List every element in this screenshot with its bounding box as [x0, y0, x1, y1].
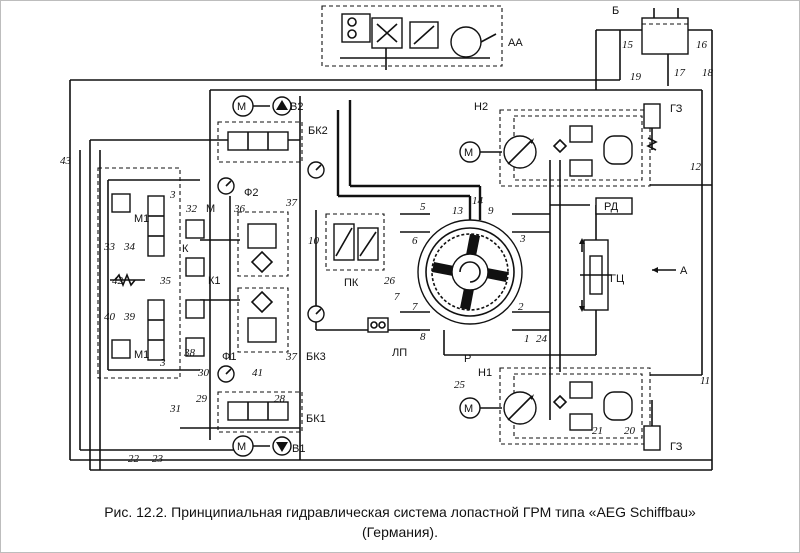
rotary-vane-actuator [367, 186, 523, 333]
caption-line-2: (Германия). [362, 524, 438, 540]
label-37a: 37 [285, 197, 298, 209]
label-26: 26 [384, 275, 396, 287]
label-g3-bot: ГЗ [670, 441, 683, 453]
label-f1: Ф1 [222, 351, 236, 363]
piping [69, 30, 713, 471]
label-15: 15 [622, 39, 634, 51]
label-m1b: М1 [134, 349, 149, 361]
pump-b2-group: М [217, 95, 303, 163]
label-b2: В2 [290, 101, 303, 113]
tank-b [596, 8, 713, 185]
label-22: 22 [128, 453, 140, 465]
label-36: 36 [233, 203, 246, 215]
label-20: 20 [624, 425, 636, 437]
label-8: 8 [420, 331, 426, 343]
label-43: 43 [60, 155, 72, 167]
svg-text:М: М [237, 441, 246, 453]
label-h1: Н1 [478, 367, 492, 379]
label-k1: К1 [208, 275, 221, 287]
label-3c: 3 [519, 233, 526, 245]
label-1: 1 [524, 333, 530, 345]
label-bk2: БК2 [308, 125, 328, 137]
label-b1: В1 [292, 443, 305, 455]
figure-caption: Рис. 12.2. Принципиальная гидравлическая… [10, 502, 790, 542]
pump-unit-h1: М [459, 367, 661, 451]
label-28: 28 [274, 393, 286, 405]
label-41: 41 [252, 367, 263, 379]
label-29: 29 [196, 393, 208, 405]
label-23: 23 [152, 453, 164, 465]
label-h2: Н2 [474, 101, 488, 113]
svg-text:М: М [464, 147, 473, 159]
filter-blocks [217, 161, 325, 383]
hydraulic-schematic: М М [60, 5, 714, 471]
label-7b: 7 [412, 301, 418, 313]
label-gc: ГЦ [610, 273, 624, 285]
label-bk3: БК3 [306, 351, 326, 363]
safety-valve-pk [325, 213, 385, 271]
pump-b1-group: М [217, 391, 303, 457]
label-19: 19 [630, 71, 642, 83]
label-24: 24 [536, 333, 548, 345]
left-valve-stack [97, 167, 205, 379]
label-aa: АА [508, 37, 523, 49]
label-g3-top: ГЗ [670, 103, 683, 115]
label-16: 16 [696, 39, 708, 51]
label-rd: РД [604, 201, 619, 213]
label-31: 31 [169, 403, 181, 415]
label-33: 33 [103, 241, 116, 253]
label-m: М [206, 203, 215, 215]
svg-text:М: М [464, 403, 473, 415]
label-12: 12 [690, 161, 702, 173]
labels: АА Б 15 16 17 18 19 БК2 Н2 ГЗ 12 В2 43 3… [60, 5, 714, 465]
label-25: 25 [454, 379, 466, 391]
label-30: 30 [197, 367, 210, 379]
label-p: Р [464, 353, 471, 365]
label-5: 5 [420, 201, 426, 213]
rudder-sensor-and-cylinder [579, 197, 676, 312]
label-a: А [680, 265, 688, 277]
caption-line-1: Рис. 12.2. Принципиальная гидравлическая… [104, 504, 696, 520]
label-2: 2 [518, 301, 524, 313]
label-17: 17 [674, 67, 686, 79]
label-21: 21 [592, 425, 603, 437]
label-11: 11 [700, 375, 710, 387]
label-32: 32 [185, 203, 198, 215]
label-39: 39 [123, 311, 136, 323]
label-40: 40 [104, 311, 116, 323]
label-b: Б [612, 5, 619, 17]
label-10: 10 [308, 235, 320, 247]
label-lp: ЛП [392, 347, 407, 359]
label-14: 14 [472, 195, 484, 207]
emergency-unit-aa [321, 5, 503, 70]
label-f2: Ф2 [244, 187, 258, 199]
label-6: 6 [412, 235, 418, 247]
pump-unit-h2: М [459, 103, 661, 187]
label-bk1: БК1 [306, 413, 326, 425]
label-34: 34 [123, 241, 136, 253]
label-18: 18 [702, 67, 714, 79]
label-9: 9 [488, 205, 494, 217]
svg-text:М: М [237, 101, 246, 113]
label-m1a: М1 [134, 213, 149, 225]
label-k: К [182, 243, 189, 255]
label-13: 13 [452, 205, 464, 217]
label-7a: 7 [394, 291, 400, 303]
label-42: 42 [112, 275, 124, 287]
label-3a: 3 [169, 189, 176, 201]
label-35: 35 [159, 275, 172, 287]
label-3b: 3 [159, 357, 166, 369]
label-37b: 37 [285, 351, 298, 363]
label-pk: ПК [344, 277, 359, 289]
label-38: 38 [183, 347, 196, 359]
